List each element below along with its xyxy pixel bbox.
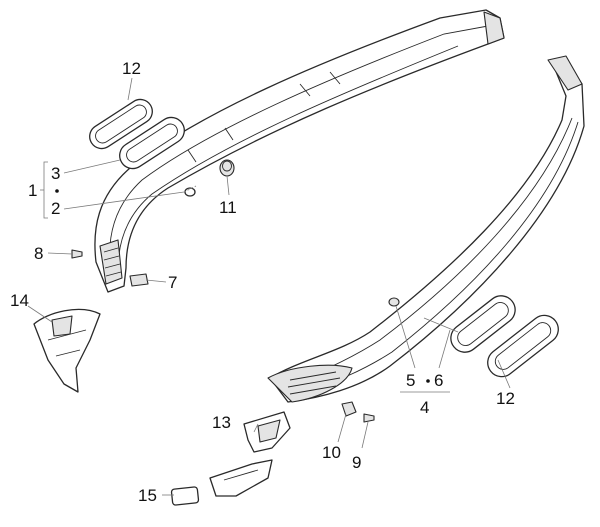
callout-7: 7 (168, 273, 177, 292)
callout-3: 3 (51, 164, 60, 183)
reflector-lens-right (487, 314, 559, 378)
callout-8: 8 (34, 244, 43, 263)
callout-11: 11 (219, 198, 237, 217)
leader-lines (27, 77, 511, 496)
bracket-lower-bottom (209, 459, 273, 497)
callout-5: 5 (406, 371, 415, 390)
callout-6: 6 (434, 371, 443, 390)
nut (341, 401, 357, 417)
small-parts (33, 98, 559, 506)
callout-14: 14 (10, 291, 29, 310)
callout-13: 13 (212, 413, 231, 432)
plug-cap (219, 159, 235, 177)
callout-2: 2 (51, 199, 60, 218)
reflector-bezel-left (119, 116, 185, 170)
washer (184, 187, 196, 197)
callout-15: 15 (138, 486, 157, 505)
callout-9: 9 (352, 453, 361, 472)
group-dot-4 (426, 379, 430, 383)
screw-left (71, 249, 83, 259)
reflector-lens-left (89, 98, 153, 150)
callout-labels: 12 3 1 2 11 8 7 14 5 6 4 12 13 10 9 15 (10, 59, 515, 505)
clip-left (129, 273, 149, 287)
callout-1: 1 (28, 181, 37, 200)
clip-small (388, 297, 400, 307)
cover-cap (170, 486, 200, 506)
right-side-trim (267, 55, 585, 403)
screw-right (363, 413, 375, 423)
reflector-bezel-right (450, 295, 516, 353)
group-dot-1 (55, 189, 59, 193)
callout-12-left: 12 (122, 59, 141, 78)
callout-4: 4 (420, 398, 429, 417)
callout-12-right: 12 (496, 389, 515, 408)
callout-10: 10 (322, 443, 341, 462)
